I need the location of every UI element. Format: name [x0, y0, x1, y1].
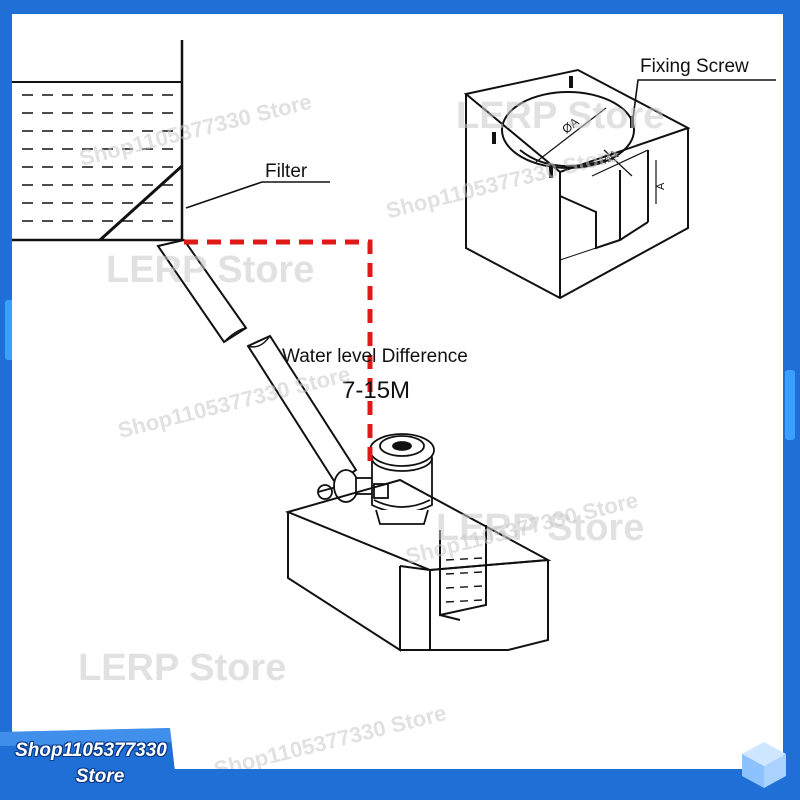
head-difference-line: [184, 239, 373, 470]
pit-water-lines: [445, 557, 483, 603]
water-level-label: Water level Difference: [282, 346, 468, 367]
depth-mark: A: [655, 182, 667, 190]
watermark-shop-5: Shop1105377330 Store: [211, 700, 448, 769]
head-range-label: 7-15M: [342, 377, 410, 404]
watermark-store-1: LERP Store: [456, 95, 664, 137]
gate-valve: [317, 469, 375, 503]
watermark-store-3: LERP Store: [436, 507, 644, 549]
badge-shape: [0, 728, 178, 800]
badge-line-1: Shop1105377330: [15, 740, 167, 761]
right-frame-tab: [785, 370, 795, 440]
turbine-foundation: [284, 478, 552, 652]
badge-line-2: Store: [75, 766, 125, 787]
filter-leader-line: [185, 181, 330, 209]
watermark-shop-1: Shop1105377330 Store: [77, 89, 314, 171]
watermark-store-2: LERP Store: [106, 249, 314, 291]
hydro-turbine-installation-diagram: Filter: [12, 40, 776, 782]
filter-screen: [98, 164, 184, 242]
upper-reservoir: [12, 40, 184, 242]
reservoir-water-lines: [22, 94, 178, 222]
diagram-panel: Filter: [12, 14, 783, 782]
pipe-break-marks: [223, 327, 271, 348]
filter-label: Filter: [265, 161, 308, 182]
store-badge: Shop1105377330 Store: [0, 728, 178, 800]
mounting-block-detail: [463, 68, 691, 300]
watermark-shop-2: Shop1105377330 Store: [383, 142, 620, 224]
fixing-screw-label: Fixing Screw: [640, 56, 749, 77]
fixing-screw-leader-line: [631, 79, 776, 127]
watermark-store-4: LERP Store: [78, 647, 286, 689]
hydro-turbine: [369, 433, 435, 525]
cube-logo-icon: [742, 742, 786, 788]
left-frame-tab: [5, 300, 15, 360]
